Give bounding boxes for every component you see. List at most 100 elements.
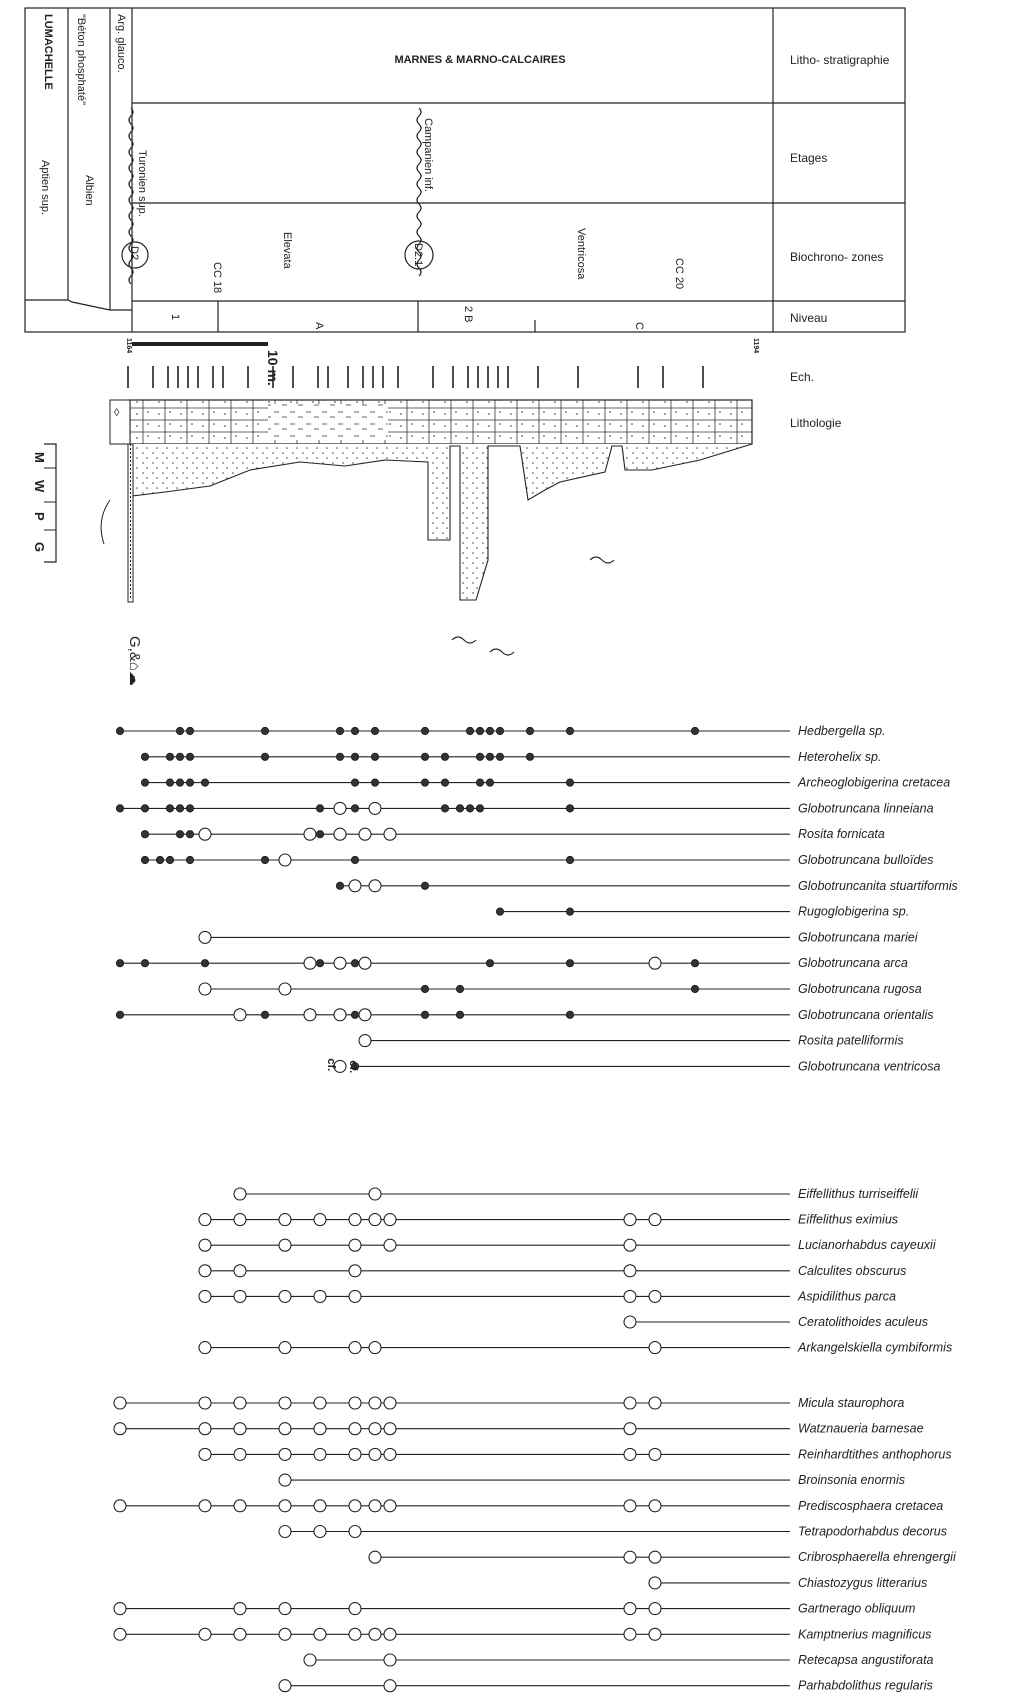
taxon-label: Arkangelskiella cymbiformis (797, 1341, 952, 1355)
sample-open (368, 1550, 382, 1564)
taxon-row: Kamptnerius magnificus (113, 1627, 931, 1641)
sample-filled (185, 752, 195, 761)
sample-open (383, 1627, 397, 1641)
sample-open (113, 1627, 127, 1641)
sample-filled (350, 1062, 360, 1071)
sample-open (278, 1396, 292, 1410)
sample-filled (495, 726, 505, 736)
sample-filled (115, 959, 125, 968)
sample-filled (115, 726, 125, 736)
sample-open (313, 1524, 327, 1539)
sample-open (348, 879, 362, 893)
sample-open (383, 827, 397, 841)
taxon-row: Parhabdolithus regularis (278, 1679, 933, 1693)
sample-open (303, 1008, 317, 1022)
taxon-row: Rosita patelliformis (358, 1034, 904, 1048)
ech-end: 1194 (752, 338, 759, 353)
sample-open (278, 1341, 292, 1355)
sample-open (383, 1679, 397, 1693)
niveau-2b: 2 B (462, 306, 474, 323)
sample-open (198, 1341, 212, 1355)
sample-open (648, 1499, 662, 1513)
sample-filled (350, 1010, 360, 1019)
taxon-label: Rosita fornicata (798, 827, 885, 841)
sample-filled (440, 778, 450, 787)
sample-filled (200, 959, 210, 968)
taxon-label: Calculites obscurus (798, 1264, 906, 1278)
sample-open (313, 1396, 327, 1410)
sample-filled (525, 726, 535, 736)
sample-filled (565, 855, 575, 865)
taxon-label: Globotruncana ventricosa (798, 1059, 940, 1073)
sample-open (278, 853, 292, 867)
sample-filled (350, 855, 360, 865)
taxon-label: Ceratolithoides aculeus (798, 1315, 928, 1329)
taxon-row: Globotruncanita stuartiformis (335, 879, 958, 893)
etage-aptien: Aptien sup. (39, 160, 51, 215)
sample-filled (175, 752, 185, 761)
col-arg: Arg. glauco. (115, 14, 127, 73)
zone-d2-circle (121, 241, 149, 269)
sample-filled (315, 804, 325, 813)
taxon-label: Globotruncana mariei (798, 930, 919, 944)
row-label-ech: Ech. (790, 370, 814, 384)
sample-filled (185, 778, 195, 787)
sample-filled (315, 830, 325, 839)
taxon-row: Archeoglobigerina cretacea (140, 776, 950, 790)
taxon-row: Rosita fornicata (140, 827, 885, 841)
taxon-label: Reinhardtithes anthophorus (798, 1447, 952, 1461)
taxon-label: Rugoglobigerina sp. (798, 905, 909, 919)
sample-filled (175, 778, 185, 787)
sample-open (348, 1264, 362, 1278)
sample-filled (495, 907, 505, 916)
sample-filled (350, 752, 360, 761)
taxon-row: Hedbergella sp. (115, 724, 886, 738)
sample-filled (115, 1010, 125, 1019)
sample-open (233, 1602, 247, 1616)
sample-open (303, 1653, 317, 1667)
sample-filled (440, 804, 450, 813)
taxon-label: Parhabdolithus regularis (798, 1679, 933, 1693)
taxon-row: Tetrapodorhabdus decorus (278, 1524, 947, 1539)
campanien-wavy-boundary (416, 107, 422, 277)
sample-filled (350, 726, 360, 736)
zone-ventricosa: Ventricosa (575, 228, 587, 280)
sample-filled (185, 855, 195, 865)
sample-open (303, 956, 317, 970)
sample-open (368, 1396, 382, 1410)
taxon-row: Heterohelix sp. (140, 750, 881, 764)
taxon-row: Globotruncana mariei (198, 930, 919, 944)
taxon-row: Arkangelskiella cymbiformis (198, 1341, 952, 1355)
sample-open (383, 1238, 397, 1252)
sample-filled (315, 959, 325, 968)
cf-annotation: cf. (325, 1058, 337, 1071)
sample-open (648, 1550, 662, 1564)
row-label-niveau: Niveau (790, 311, 827, 325)
taxon-row: Micula staurophora (113, 1396, 904, 1410)
sample-open (233, 1008, 247, 1022)
taxon-label: Kamptnerius magnificus (798, 1627, 931, 1641)
sample-open (623, 1602, 637, 1616)
taxon-row: Eiffelithus eximius (198, 1213, 898, 1227)
sample-open (383, 1499, 397, 1513)
sample-open (623, 1238, 637, 1252)
texture-g: G (32, 542, 47, 552)
taxon-label: Broinsonia enormis (798, 1473, 905, 1487)
taxon-label: Globotruncanita stuartiformis (798, 879, 958, 893)
sample-open (278, 1524, 292, 1539)
etage-turonien: Turonien sup. (136, 150, 148, 217)
sample-filled (475, 752, 485, 761)
sample-open (648, 1396, 662, 1410)
sample-open (383, 1213, 397, 1227)
sample-open (278, 982, 292, 996)
sample-open (368, 1447, 382, 1461)
sample-open (383, 1447, 397, 1461)
sample-open (648, 1627, 662, 1641)
sample-open (623, 1447, 637, 1461)
sample-filled (420, 881, 430, 890)
sample-open (233, 1447, 247, 1461)
sample-open (233, 1396, 247, 1410)
sample-open (348, 1238, 362, 1252)
sample-open (623, 1264, 637, 1278)
taxon-label: Rosita patelliformis (798, 1034, 904, 1048)
